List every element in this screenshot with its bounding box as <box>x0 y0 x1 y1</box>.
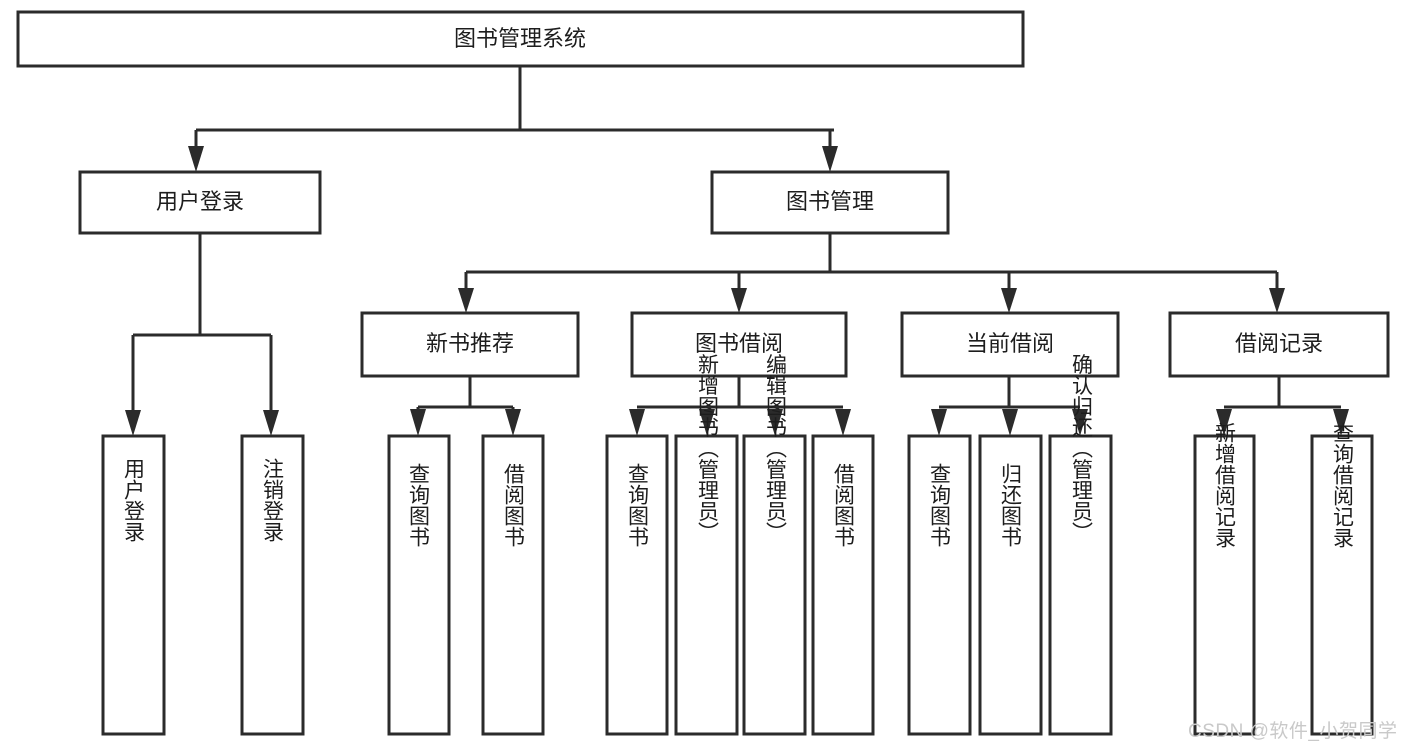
node-leaf-box <box>1048 434 1113 736</box>
node-leaf-query-borrow-record[interactable]: 查询借阅记录 <box>1310 422 1374 736</box>
node-leaf-box <box>1310 434 1374 736</box>
arrow-head-icon <box>1333 409 1349 436</box>
node-leaf-box <box>387 434 451 736</box>
arrow-head-icon <box>629 409 645 436</box>
node-leaf-box <box>481 434 545 736</box>
node-book-management-label: 图书管理 <box>786 189 874 214</box>
node-leaf-label: 查询图书 <box>407 463 431 547</box>
node-leaf-label: 借阅图书 <box>832 463 856 547</box>
arrow-head-icon <box>505 409 521 436</box>
node-book-borrow-label: 图书借阅 <box>695 331 783 356</box>
node-borrow-records-label: 借阅记录 <box>1235 331 1323 356</box>
node-leaf-label: 注销登录 <box>261 458 285 542</box>
node-current-borrow-label: 当前借阅 <box>966 331 1054 356</box>
arrow-head-icon <box>263 410 279 436</box>
node-leaf-box <box>101 434 166 736</box>
node-leaf-label: 查询图书 <box>928 463 952 547</box>
arrow-head-icon <box>1216 409 1232 436</box>
node-leaf-box <box>978 434 1043 736</box>
node-user-login-box <box>78 170 322 235</box>
node-leaf-borrow-book-nb[interactable]: 借阅图书 <box>481 434 545 736</box>
node-leaf-logout[interactable]: 注销登录 <box>240 434 305 736</box>
connector-records-to-leaves <box>1216 376 1349 436</box>
node-leaf-label: 新增借阅记录 <box>1213 422 1237 548</box>
node-book-management-box <box>710 170 950 235</box>
node-book-borrow[interactable]: 图书借阅 <box>630 311 848 378</box>
arrow-head-icon <box>188 146 204 172</box>
connector-current-to-leaves <box>931 376 1088 436</box>
node-leaf-label: 查询借阅记录 <box>1331 422 1355 548</box>
node-root-label: 图书管理系统 <box>454 26 586 51</box>
node-leaf-box <box>1193 434 1256 736</box>
node-leaf-box <box>811 434 875 736</box>
connector-borrow-to-leaves <box>629 376 851 436</box>
node-root-box <box>16 10 1025 68</box>
node-leaf-label: 新增图书（管理员） <box>696 354 720 543</box>
node-leaf-query-book-cb[interactable]: 查询图书 <box>907 434 972 736</box>
arrow-head-icon <box>410 409 426 436</box>
node-leaf-box <box>907 434 972 736</box>
node-leaf-box <box>742 434 807 736</box>
node-user-login[interactable]: 用户登录 <box>78 170 322 235</box>
node-user-login-label: 用户登录 <box>156 189 244 214</box>
arrow-head-icon <box>1001 288 1017 313</box>
node-current-borrow[interactable]: 当前借阅 <box>900 311 1120 378</box>
node-borrow-records[interactable]: 借阅记录 <box>1168 311 1390 378</box>
node-leaf-add-book-admin[interactable]: 新增图书（管理员） <box>674 354 739 736</box>
node-leaf-add-borrow-record[interactable]: 新增借阅记录 <box>1193 422 1256 736</box>
connector-root-to-level2 <box>188 66 838 172</box>
node-leaf-label: 查询图书 <box>626 463 650 547</box>
node-new-book-recommend[interactable]: 新书推荐 <box>360 311 580 378</box>
connector-newbook-to-leaves <box>410 376 521 436</box>
arrow-head-icon <box>822 146 838 172</box>
node-new-book-recommend-box <box>360 311 580 378</box>
arrow-head-icon <box>1072 409 1088 436</box>
node-leaf-query-book-bb[interactable]: 查询图书 <box>605 434 669 736</box>
node-leaf-label: 借阅图书 <box>502 463 526 547</box>
node-new-book-recommend-label: 新书推荐 <box>426 331 514 356</box>
node-leaf-box <box>674 434 739 736</box>
node-leaf-box <box>240 434 305 736</box>
connector-bookmgmt-to-level3 <box>458 233 1285 313</box>
arrow-head-icon <box>458 288 474 313</box>
arrow-head-icon <box>699 409 715 436</box>
node-leaf-return-book[interactable]: 归还图书 <box>978 434 1043 736</box>
node-borrow-records-box <box>1168 311 1390 378</box>
node-leaf-query-book-nb[interactable]: 查询图书 <box>387 434 451 736</box>
arrow-head-icon <box>767 409 783 436</box>
node-root-system[interactable]: 图书管理系统 <box>16 10 1025 68</box>
arrow-head-icon <box>125 410 141 436</box>
arrow-head-icon <box>1269 288 1285 313</box>
node-leaf-edit-book-admin[interactable]: 编辑图书（管理员） <box>742 354 807 736</box>
node-leaf-label: 编辑图书（管理员） <box>764 354 788 543</box>
node-leaf-borrow-book-bb[interactable]: 借阅图书 <box>811 434 875 736</box>
node-leaf-label: 用户登录 <box>122 458 146 542</box>
node-leaf-user-login[interactable]: 用户登录 <box>101 434 166 736</box>
arrow-head-icon <box>731 288 747 313</box>
node-leaf-box <box>605 434 669 736</box>
connector-userlogin-to-leaves <box>125 233 279 436</box>
node-book-borrow-box <box>630 311 848 378</box>
node-book-management[interactable]: 图书管理 <box>710 170 950 235</box>
node-current-borrow-box <box>900 311 1120 378</box>
arrow-head-icon <box>931 409 947 436</box>
node-leaf-confirm-return-admin[interactable]: 确认归还（管理员） <box>1048 354 1113 736</box>
arrow-head-icon <box>835 409 851 436</box>
arrow-head-icon <box>1002 409 1018 436</box>
node-leaf-label: 归还图书 <box>999 463 1023 547</box>
node-leaf-label: 确认归还（管理员） <box>1070 354 1094 543</box>
